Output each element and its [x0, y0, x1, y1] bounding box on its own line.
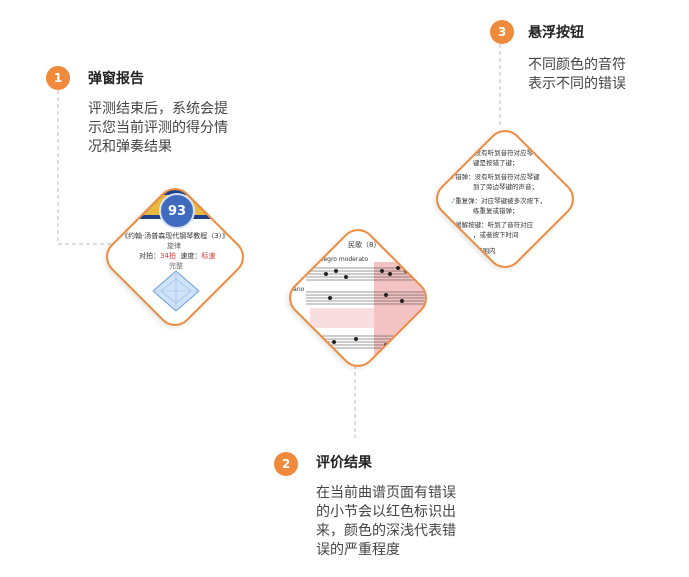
legend-item-desc: 对应琴键被多次按下， — [481, 197, 547, 205]
step-3-line: 不同颜色的音符 — [528, 57, 626, 73]
step-1-badge: 1 — [46, 66, 70, 90]
step-1-description: 评测结束后，系统会提 示您当前评测的得分情 况和弹奏结果 — [88, 100, 228, 157]
legend-item-desc2: 练重复或错弹； — [473, 207, 519, 215]
legend-item-name: 缓解按键： — [455, 221, 488, 229]
step-1-line: 示您当前评测的得分情 — [88, 120, 228, 136]
legend-item: ♪重复弹：对应琴键被多次按下， 练重复或错弹； — [451, 195, 546, 215]
step-3-description: 不同颜色的音符 表示不同的错误 — [528, 56, 626, 94]
score-badge: 93 — [159, 193, 195, 229]
legend-item-name: 错弹： — [455, 173, 475, 181]
connector-1 — [57, 90, 120, 245]
legend-item-name: 重复弹： — [455, 197, 482, 205]
rhythm-value: 34拍 — [160, 252, 176, 260]
step-2-line: 来，颜色的深浅代表错 — [316, 523, 456, 539]
step-2-line: 的小节会以红色标识出 — [316, 504, 456, 520]
step-2-title: 评价结果 — [316, 455, 372, 471]
step-3-line: 表示不同的错误 — [528, 76, 626, 92]
step-1-line: 评测结束后，系统会提 — [88, 101, 228, 117]
step-2-line: 误的严重程度 — [316, 542, 400, 558]
legend-item-desc2: 到了旁边琴键的声音； — [473, 183, 538, 191]
radar-chart — [152, 270, 200, 312]
sheet-tempo: Allegro moderato — [316, 256, 369, 263]
step-3-title: 悬浮按钮 — [528, 25, 584, 41]
step-2-badge: 2 — [274, 452, 298, 476]
rhythm-label: 对拍： — [139, 252, 160, 260]
sheet-header: 民歌（8） — [348, 241, 381, 249]
step-2-line: 在当前曲谱页面有错误 — [316, 485, 456, 501]
legend-item-desc: 没有听到音符对应琴 — [474, 149, 534, 157]
speed-label: 速度： — [180, 252, 202, 260]
step-1-line: 况和弹奏结果 — [88, 139, 172, 155]
legend-item-desc: 没有听到音符对应琴键 — [474, 173, 540, 181]
report-song-sub: 旋律 — [167, 242, 181, 250]
step-3-badge: 3 — [490, 20, 514, 44]
speed-value: 标速 — [201, 252, 216, 260]
step-2-description: 在当前曲谱页面有错误 的小节会以红色标识出 来，颜色的深浅代表错 误的严重程度 — [316, 484, 456, 560]
step-1-title: 弹窗报告 — [88, 71, 144, 87]
report-rhythm: 对拍：34拍 速度：标速 — [139, 251, 215, 261]
report-thumbnail: 93 《约翰·汤普森现代钢琴教程（3）》 旋律 对拍：34拍 速度：标速 完整 — [98, 180, 252, 334]
report-content: 93 《约翰·汤普森现代钢琴教程（3）》 旋律 对拍：34拍 速度：标速 完整 — [103, 185, 247, 329]
report-song-title: 《约翰·汤普森现代钢琴教程（3）》 — [121, 232, 230, 240]
legend-item-desc: 听到了音符对应 — [487, 221, 534, 229]
legend-item: ♪错弹：没有听到音符对应琴键 到了旁边琴键的声音； — [451, 171, 540, 191]
